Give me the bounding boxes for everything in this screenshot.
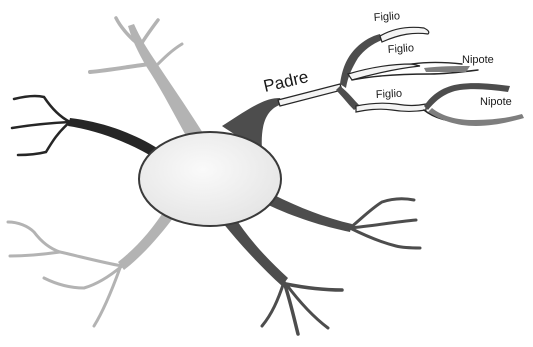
branch-figlio-middle bbox=[348, 63, 478, 81]
branch-figlio-top bbox=[380, 27, 429, 42]
branch-top-left-light bbox=[90, 18, 206, 143]
label-padre: Padre bbox=[262, 67, 310, 96]
label-figlio-top: Figlio bbox=[373, 10, 400, 24]
label-figlio-middle: Figlio bbox=[387, 42, 414, 56]
branch-padre bbox=[222, 34, 382, 150]
branch-left-black bbox=[12, 96, 162, 160]
label-figlio-bottom: Figlio bbox=[376, 88, 403, 101]
central-node bbox=[139, 132, 281, 226]
branch-bottom-dark bbox=[222, 216, 342, 334]
branch-lower-left-light bbox=[8, 208, 176, 326]
label-nipote-top: Nipote bbox=[462, 54, 494, 66]
label-nipote-bottom: Nipote bbox=[480, 96, 512, 108]
branch-right-dark bbox=[266, 194, 420, 248]
